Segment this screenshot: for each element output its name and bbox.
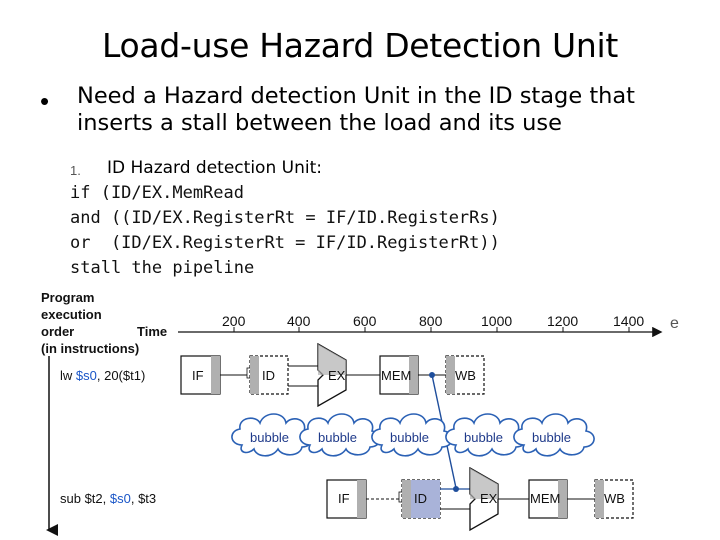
tick-label: 400 [287, 313, 311, 329]
tick-label: 600 [353, 313, 377, 329]
svg-text:EX: EX [328, 368, 346, 383]
pipeline-row-lw: IF ID EX MEM WB [180, 342, 485, 408]
pipeline-diagram: Program execution order (in instructions… [41, 290, 679, 536]
svg-text:bubble: bubble [390, 430, 429, 445]
svg-text:bubble: bubble [464, 430, 503, 445]
tick-label: 1400 [613, 313, 644, 329]
axis-label-line: (in instructions) [41, 341, 139, 356]
bubble-cloud: bubble [371, 413, 453, 457]
svg-text:ID: ID [414, 491, 427, 506]
axis-label-line: execution [41, 307, 102, 322]
code-line: stall the pipeline [70, 258, 255, 278]
stage-mem: MEM [379, 355, 419, 395]
axis-label-line: Program [41, 290, 94, 305]
axis-label-line: order [41, 324, 74, 339]
bullet-marker: • [40, 86, 50, 116]
svg-text:bubble: bubble [250, 430, 289, 445]
svg-text:MEM: MEM [530, 491, 560, 506]
tick-label: 1200 [547, 313, 578, 329]
pipeline-row-sub: IF ID EX MEM WB [326, 466, 634, 532]
svg-text:WB: WB [455, 368, 476, 383]
stage-if: IF [326, 479, 367, 519]
time-label: Time [137, 324, 167, 339]
svg-text:IF: IF [192, 368, 204, 383]
bullet-text: Need a Hazard detection Unit in the ID s… [77, 83, 636, 136]
svg-text:ID: ID [262, 368, 275, 383]
bubble-cloud: bubble [299, 413, 381, 457]
svg-text:IF: IF [338, 491, 350, 506]
bubble-row: bubble bubble bubble bubble bubble [231, 413, 595, 457]
stage-id-highlighted: ID [401, 479, 441, 519]
slide-title: Load-use Hazard Detection Unit [102, 26, 618, 65]
sub-item-number: 1. [70, 163, 81, 178]
tick-label: 800 [419, 313, 443, 329]
bubble-cloud: bubble [513, 413, 595, 457]
sub-item-heading: ID Hazard detection Unit: [107, 158, 322, 178]
svg-text:MEM: MEM [381, 368, 411, 383]
code-line: or (ID/EX.RegisterRt = IF/ID.RegisterRt)… [70, 233, 500, 253]
cropped-letter: e [670, 315, 679, 332]
tick-label: 200 [222, 313, 246, 329]
svg-text:WB: WB [604, 491, 625, 506]
stage-wb: WB [594, 479, 634, 519]
stage-wb: WB [445, 355, 485, 395]
bubble-cloud: bubble [231, 413, 313, 457]
svg-text:bubble: bubble [532, 430, 571, 445]
instruction-2-label: sub $t2, $s0, $t3 [60, 491, 156, 506]
code-line: and ((ID/EX.RegisterRt = IF/ID.RegisterR… [70, 208, 500, 228]
stage-ex: EX [317, 342, 347, 408]
bubble-cloud: bubble [445, 413, 527, 457]
svg-text:bubble: bubble [318, 430, 357, 445]
instruction-1-label: lw $s0, 20($t1) [60, 368, 145, 383]
code-line: if (ID/EX.MemRead [70, 183, 244, 203]
stage-id: ID [249, 355, 289, 395]
stage-if: IF [180, 355, 221, 395]
tick-label: 1000 [481, 313, 512, 329]
stage-ex: EX [469, 466, 499, 532]
time-ticks: 200 400 600 800 1000 1200 1400 [222, 313, 644, 332]
stage-mem: MEM [528, 479, 568, 519]
svg-text:EX: EX [480, 491, 498, 506]
